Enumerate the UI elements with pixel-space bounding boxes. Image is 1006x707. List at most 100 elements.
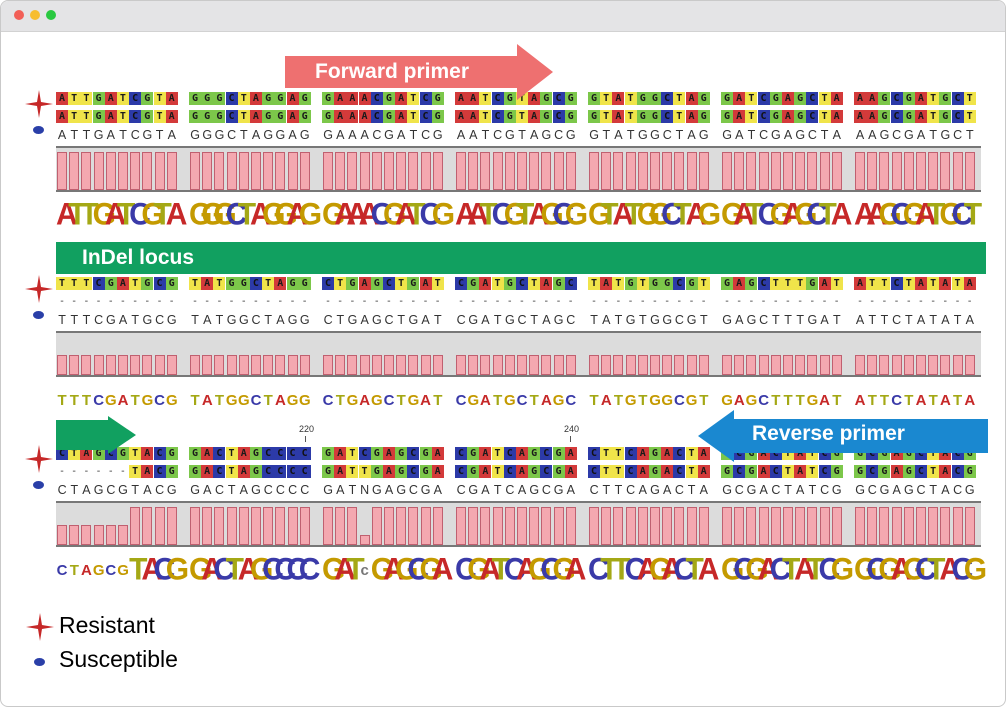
base-cell: C bbox=[589, 483, 599, 497]
base-cell: G bbox=[190, 483, 200, 497]
base-cell: C bbox=[56, 447, 68, 460]
identity-bar bbox=[263, 507, 274, 545]
identity-bar bbox=[758, 355, 769, 375]
base-cell: T bbox=[866, 277, 879, 290]
base-cell: G bbox=[650, 128, 660, 142]
logo-letter: A bbox=[890, 552, 913, 587]
base-cell: A bbox=[963, 277, 976, 290]
close-dot[interactable] bbox=[14, 10, 24, 20]
logo-letter: G bbox=[745, 392, 758, 409]
base-cell: N bbox=[360, 483, 370, 497]
logo-letter: C bbox=[262, 552, 284, 587]
base-cell: A bbox=[143, 483, 152, 497]
identity-bar bbox=[601, 507, 612, 545]
logo-letter: T bbox=[335, 392, 345, 409]
base-cell: G bbox=[553, 313, 564, 327]
base-cell: - bbox=[434, 296, 441, 307]
base-cell: A bbox=[600, 277, 613, 290]
base-cell: - bbox=[664, 296, 671, 307]
base-cell: C bbox=[419, 92, 432, 105]
base-cell: A bbox=[201, 447, 214, 460]
base-cell: T bbox=[905, 313, 913, 327]
identity-bar bbox=[770, 355, 781, 375]
logo-letter: G bbox=[552, 552, 576, 587]
identity-bar bbox=[263, 355, 274, 375]
logo-letter: T bbox=[396, 392, 406, 409]
base-cell: G bbox=[529, 483, 540, 497]
base-cell: C bbox=[213, 465, 226, 478]
base-cell: C bbox=[155, 483, 165, 497]
base-cell: C bbox=[916, 483, 926, 497]
base-cell: T bbox=[80, 277, 93, 290]
base-cell: A bbox=[530, 128, 539, 142]
identity-bar bbox=[166, 152, 177, 190]
identity-bar bbox=[952, 152, 963, 190]
logo-letter: G bbox=[322, 197, 346, 232]
logo-letter: T bbox=[928, 392, 938, 409]
base-cell: C bbox=[661, 92, 674, 105]
base-cell: T bbox=[830, 277, 843, 290]
base-cell: G bbox=[263, 128, 274, 142]
identity-bar bbox=[432, 355, 443, 375]
logo-letter: A bbox=[274, 392, 286, 409]
indel-start-arrow bbox=[56, 416, 136, 454]
logo-letter: A bbox=[455, 197, 477, 232]
base-cell: - bbox=[289, 296, 296, 307]
base-cell: A bbox=[735, 128, 744, 142]
identity-bar bbox=[807, 507, 818, 545]
base-cell: G bbox=[552, 465, 565, 478]
base-cell: A bbox=[783, 128, 793, 142]
logo-letter: G bbox=[395, 552, 419, 587]
base-cell: G bbox=[322, 447, 334, 460]
base-cell: T bbox=[215, 313, 224, 327]
base-cell: A bbox=[288, 128, 297, 142]
base-cell: A bbox=[141, 465, 154, 478]
base-cell: C bbox=[263, 483, 273, 497]
base-cell: G bbox=[685, 277, 698, 290]
base-cell: A bbox=[456, 128, 466, 142]
logo-letter: G bbox=[624, 392, 637, 409]
identity-bar bbox=[275, 355, 286, 375]
base-cell: A bbox=[167, 128, 176, 142]
base-cell: G bbox=[226, 313, 237, 327]
base-cell: C bbox=[106, 483, 116, 497]
base-cell: C bbox=[673, 447, 686, 460]
logo-letter: C bbox=[757, 197, 780, 232]
identity-bar bbox=[81, 152, 92, 190]
identity-bar bbox=[504, 355, 515, 375]
base-cell: T bbox=[796, 313, 805, 327]
base-cell: T bbox=[68, 92, 81, 105]
base-cell: G bbox=[396, 483, 407, 497]
logo-letter: T bbox=[68, 197, 87, 232]
base-cell: T bbox=[685, 447, 698, 460]
base-cell: C bbox=[274, 465, 287, 478]
minimize-dot[interactable] bbox=[30, 10, 40, 20]
base-cell: G bbox=[298, 277, 311, 290]
identity-bar bbox=[142, 507, 153, 545]
identity-bar bbox=[154, 152, 165, 190]
base-cell: G bbox=[346, 277, 359, 290]
base-cell: G bbox=[745, 465, 758, 478]
base-cell: A bbox=[104, 110, 117, 123]
base-cell: G bbox=[879, 128, 890, 142]
logo-letter: C bbox=[565, 392, 577, 409]
identity-bar bbox=[371, 507, 382, 545]
base-cell: A bbox=[395, 92, 408, 105]
logo-letter: C bbox=[105, 562, 117, 579]
identity-bar bbox=[807, 152, 818, 190]
reverse-primer-arrow: Reverse primer bbox=[698, 410, 988, 462]
logo-letter: A bbox=[914, 197, 937, 232]
logo-letter: C bbox=[298, 552, 321, 587]
base-cell: G bbox=[540, 110, 553, 123]
base-cell: C bbox=[674, 313, 684, 327]
logo-letter: T bbox=[57, 392, 67, 409]
zoom-dot[interactable] bbox=[46, 10, 56, 20]
base-cell: G bbox=[686, 313, 697, 327]
